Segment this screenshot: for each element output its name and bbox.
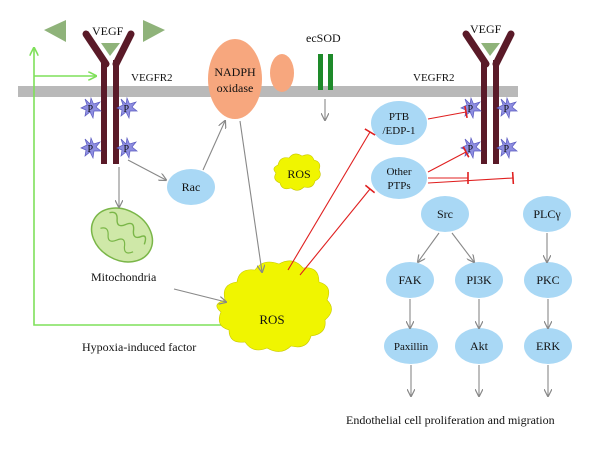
rac-node bbox=[167, 169, 215, 205]
other-ptps-label-2: PTPs bbox=[387, 180, 410, 192]
hypoxia-label: Hypoxia-induced factor bbox=[82, 340, 196, 354]
cell-membrane bbox=[18, 86, 518, 97]
phospho-star: P bbox=[116, 136, 138, 160]
nadph-oxidase bbox=[208, 39, 262, 119]
phospho-sites-right: P P P P bbox=[460, 96, 518, 160]
fak-label: FAK bbox=[398, 273, 421, 287]
akt-label: Akt bbox=[470, 339, 489, 353]
phospho-star: P bbox=[80, 96, 102, 120]
ros-big-label: ROS bbox=[259, 312, 284, 327]
akt-node bbox=[455, 328, 503, 364]
rac-label: Rac bbox=[182, 180, 201, 194]
svg-text:P: P bbox=[504, 104, 510, 115]
ros-small-cloud bbox=[273, 153, 321, 191]
vegfr2-receptor-left bbox=[82, 30, 135, 164]
svg-text:P: P bbox=[124, 144, 130, 155]
hypoxia-feedback-arrow bbox=[34, 48, 222, 326]
phospho-star: P bbox=[460, 96, 482, 120]
vegf-left-label: VEGF bbox=[92, 24, 124, 38]
ecsod-bar-2 bbox=[328, 54, 333, 90]
pkc-node bbox=[524, 262, 572, 298]
src-label: Src bbox=[437, 207, 453, 221]
svg-text:P: P bbox=[504, 144, 510, 155]
vegfr2-right-label: VEGFR2 bbox=[413, 72, 455, 84]
paxillin-label: Paxillin bbox=[394, 341, 429, 353]
other-ptps-node bbox=[371, 157, 427, 199]
plcg-label: PLCγ bbox=[533, 207, 561, 221]
vegf-ligand-right bbox=[481, 43, 500, 56]
svg-text:P: P bbox=[88, 144, 94, 155]
plcg-node bbox=[523, 196, 571, 232]
inhibition-lines bbox=[287, 105, 515, 276]
phospho-star: P bbox=[496, 96, 518, 120]
ptb-edp1-node bbox=[371, 101, 427, 145]
phospho-star: P bbox=[460, 136, 482, 160]
phospho-sites-left: P P P P bbox=[80, 96, 138, 160]
ecsod-label: ecSOD bbox=[306, 31, 341, 45]
svg-text:P: P bbox=[468, 104, 474, 115]
endothelial-outcome-label: Endothelial cell proliferation and migra… bbox=[346, 413, 555, 427]
fak-node bbox=[386, 262, 434, 298]
svg-text:P: P bbox=[88, 104, 94, 115]
paxillin-node bbox=[384, 328, 438, 364]
svg-text:P: P bbox=[124, 104, 130, 115]
pkc-label: PKC bbox=[536, 273, 559, 287]
ros-small-label: ROS bbox=[287, 167, 310, 181]
pi3k-label: PI3K bbox=[466, 273, 492, 287]
phospho-star: P bbox=[116, 96, 138, 120]
nadph-subunit bbox=[270, 54, 294, 92]
other-ptps-label-1: Other bbox=[386, 166, 411, 178]
phospho-star: P bbox=[496, 136, 518, 160]
nadph-label-1: NADPH bbox=[214, 65, 256, 79]
erk-node bbox=[524, 328, 572, 364]
pi3k-node bbox=[455, 262, 503, 298]
vegf-right-label: VEGF bbox=[470, 22, 502, 36]
svg-text:P: P bbox=[468, 144, 474, 155]
vegfr2-left-label: VEGFR2 bbox=[131, 72, 173, 84]
phospho-star: P bbox=[80, 136, 102, 160]
vegf-ligands-left bbox=[44, 20, 165, 56]
mitochondria-label: Mitochondria bbox=[91, 270, 157, 284]
vegfr2-receptor-right bbox=[462, 30, 515, 164]
activation-arrows bbox=[119, 99, 548, 396]
mitochondria-icon bbox=[90, 207, 154, 263]
ecsod-bar-1 bbox=[318, 54, 323, 90]
erk-label: ERK bbox=[536, 339, 560, 353]
src-node bbox=[421, 196, 469, 232]
ros-big-cloud bbox=[216, 260, 332, 352]
nadph-label-2: oxidase bbox=[217, 81, 254, 95]
ptb-label-2: /EDP-1 bbox=[383, 125, 416, 137]
ptb-label-1: PTB bbox=[389, 111, 409, 123]
